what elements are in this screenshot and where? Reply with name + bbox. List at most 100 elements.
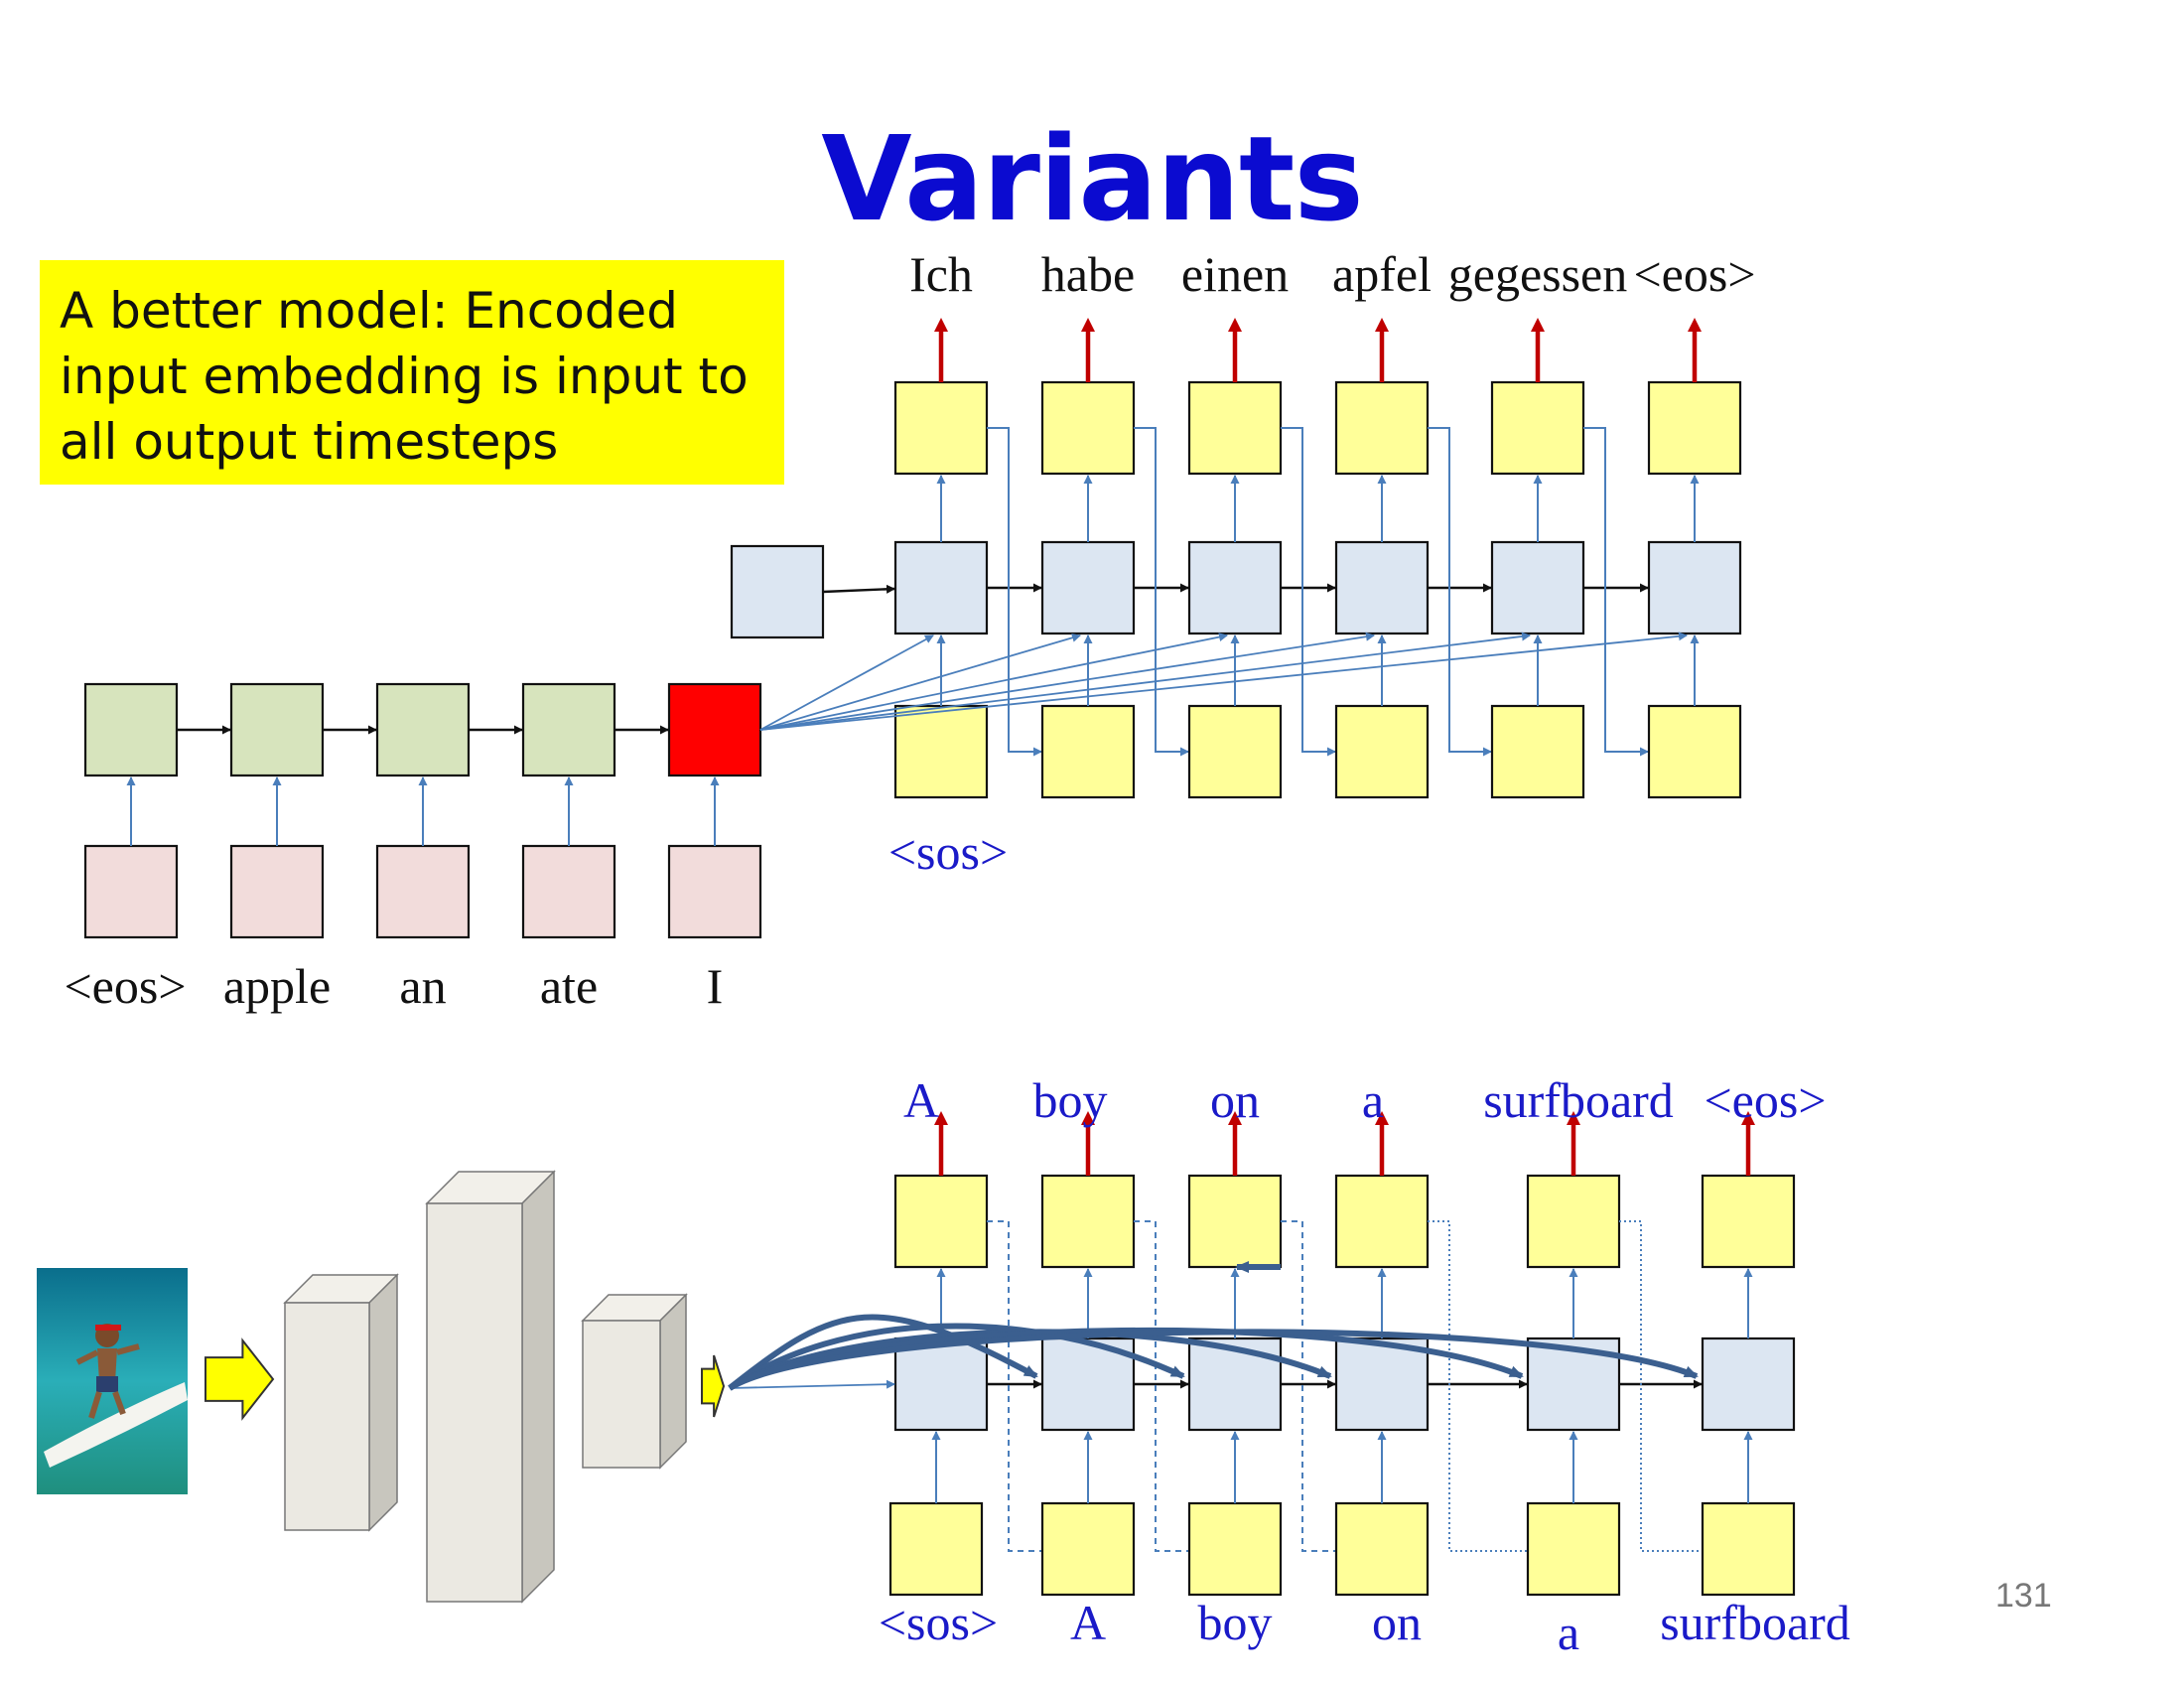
output-word: Ich xyxy=(909,246,973,302)
caption-output-box xyxy=(1701,1174,1796,1269)
caption-output-box xyxy=(1187,1174,1283,1269)
caption-output-word: <eos> xyxy=(1704,1072,1826,1128)
final-encoder-state-box xyxy=(667,682,762,777)
output-feedback-line xyxy=(1134,1220,1189,1552)
decoder-output-box xyxy=(1334,380,1430,476)
output-word: habe xyxy=(1041,246,1135,302)
image-to-cnn-arrow xyxy=(205,1337,275,1421)
caption-input-word: surfboard xyxy=(1660,1595,1850,1650)
cnn-layer-block xyxy=(581,1293,688,1470)
image-context-connection xyxy=(728,1323,1185,1391)
callout-note: A better model: Encoded input embedding … xyxy=(40,260,784,485)
output-feedback-arrow xyxy=(1428,427,1492,757)
output-feedback-arrow xyxy=(1134,427,1189,757)
input-embedding-box xyxy=(667,844,762,939)
encoder-state-box xyxy=(375,682,471,777)
output-word: einen xyxy=(1181,246,1289,302)
context-arrow xyxy=(759,634,934,731)
context-arrow-step-1 xyxy=(729,1379,895,1389)
input-embedding-box xyxy=(83,844,179,939)
decoder-initial-state-box xyxy=(730,544,825,639)
input-embedding-box xyxy=(229,844,325,939)
cnn-layer-block xyxy=(425,1170,556,1604)
caption-output-word: a xyxy=(1362,1072,1384,1128)
output-word: <eos> xyxy=(1633,246,1755,302)
caption-input-word: a xyxy=(1558,1605,1579,1660)
caption-input-box xyxy=(1187,1501,1283,1597)
caption-output-word: boy xyxy=(1033,1072,1108,1128)
caption-output-word: on xyxy=(1210,1072,1260,1128)
context-arrow xyxy=(759,632,1375,731)
callout-line-2: input embedding is input to xyxy=(60,348,749,405)
caption-input-word: A xyxy=(1070,1595,1106,1650)
output-word: gegessen xyxy=(1448,246,1628,302)
decoder-input-box xyxy=(1334,704,1430,799)
output-feedback-line xyxy=(1619,1220,1703,1552)
slab-side xyxy=(521,1170,555,1604)
caption-hidden-box xyxy=(1334,1336,1430,1432)
output-feedback-line xyxy=(1428,1220,1528,1552)
decoder-hidden-box xyxy=(1334,540,1430,635)
caption-output-word: A xyxy=(903,1072,939,1128)
output-feedback-arrow xyxy=(1583,427,1649,757)
output-feedback-line xyxy=(987,1220,1042,1552)
input-word: <eos> xyxy=(64,958,186,1014)
caption-input-box xyxy=(1526,1501,1621,1597)
captioning-network xyxy=(37,1111,1796,1604)
decoder-input-box xyxy=(1040,704,1136,799)
output-word: apfel xyxy=(1332,246,1432,302)
caption-input-word: boy xyxy=(1198,1595,1273,1650)
boy-body xyxy=(97,1348,117,1382)
input-embedding-box xyxy=(521,844,616,939)
decoder-input-box xyxy=(893,704,989,799)
caption-input-box xyxy=(888,1501,984,1597)
boy-headband xyxy=(95,1325,121,1331)
initial-state-arrow xyxy=(822,584,895,594)
slab-front xyxy=(284,1302,370,1531)
input-embedding-box xyxy=(375,844,471,939)
decoder-output-box xyxy=(893,380,989,476)
caption-output-box xyxy=(893,1174,989,1269)
caption-input-box xyxy=(1701,1501,1796,1597)
caption-hidden-box xyxy=(1701,1336,1796,1432)
caption-input-word: <sos> xyxy=(879,1595,998,1650)
caption-output-word: surfboard xyxy=(1483,1072,1674,1128)
caption-input-box xyxy=(1334,1501,1430,1597)
slab-front xyxy=(426,1202,523,1603)
decoder-hidden-box xyxy=(893,540,989,635)
context-arrow xyxy=(759,632,1531,731)
context-arrow xyxy=(759,633,1081,731)
encoder-state-box xyxy=(83,682,179,777)
decoder-hidden-box xyxy=(1187,540,1283,635)
boy-surfing-photo xyxy=(37,1268,188,1494)
translation-network xyxy=(83,318,1742,939)
encoder-state-box xyxy=(521,682,616,777)
decoder-hidden-box xyxy=(1040,540,1136,635)
input-word: I xyxy=(707,958,724,1014)
decoder-hidden-box xyxy=(1647,540,1742,635)
image-context-connection xyxy=(728,1329,1699,1391)
output-feedback-arrow xyxy=(1281,427,1336,757)
encoder-state-box xyxy=(229,682,325,777)
boy-limbs xyxy=(75,1343,140,1419)
decoder-hidden-box xyxy=(1490,540,1585,635)
boy-shorts xyxy=(96,1376,118,1392)
context-arrow xyxy=(759,632,1688,731)
cnn-layer-block xyxy=(283,1273,399,1532)
input-word: ate xyxy=(540,958,598,1014)
slab-side xyxy=(659,1293,687,1470)
decoder-output-box xyxy=(1187,380,1283,476)
caption-input-box xyxy=(1040,1501,1136,1597)
decoder-output-box xyxy=(1040,380,1136,476)
caption-input-word: on xyxy=(1372,1595,1422,1650)
callout-line-3: all output timesteps xyxy=(60,413,559,471)
image-context-connection xyxy=(728,1314,1038,1391)
start-token-label: <sos> xyxy=(888,824,1008,880)
input-word: apple xyxy=(223,958,331,1014)
decoder-output-box xyxy=(1490,380,1585,476)
surfboard-shape xyxy=(44,1382,188,1468)
page-number: 131 xyxy=(1995,1577,2052,1615)
slide-title: Variants xyxy=(821,110,1363,247)
